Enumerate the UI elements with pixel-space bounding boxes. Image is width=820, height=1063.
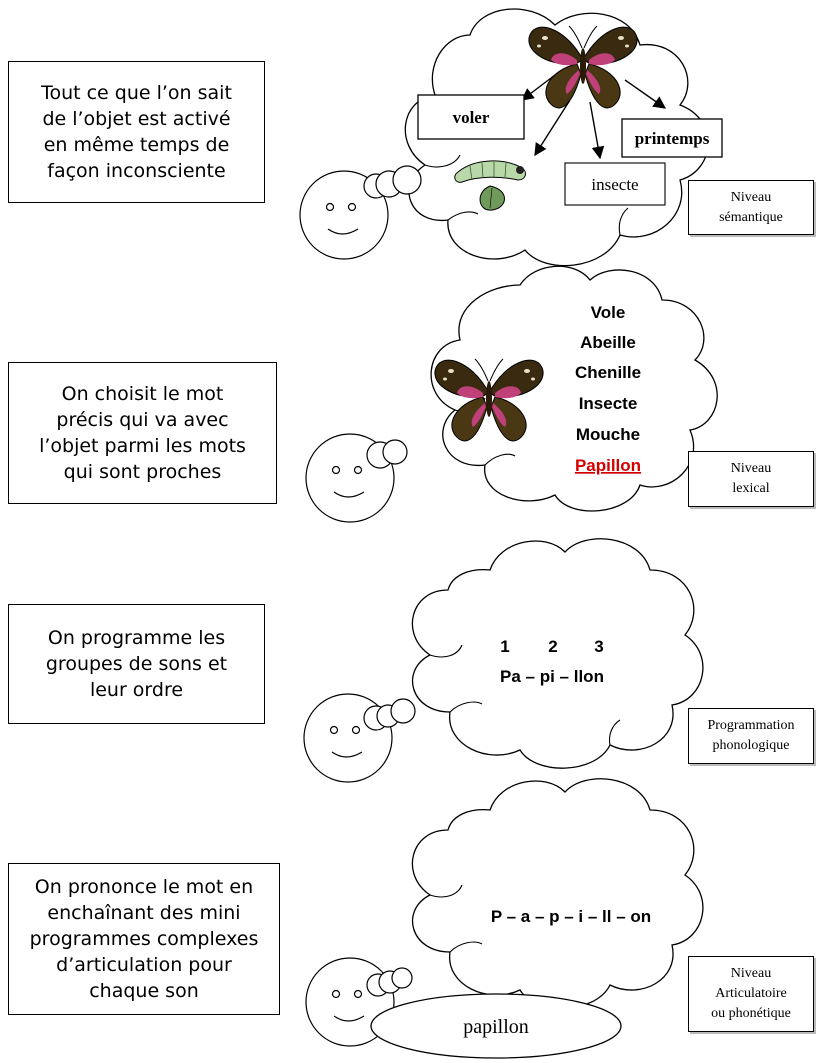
candidate-word: Chenille [575,363,641,382]
stage2-face [305,433,408,523]
spoken-word: papillon [463,1016,529,1038]
candidate-word: Insecte [579,394,638,413]
stage4-face [305,957,413,1047]
syllable-number: 2 [548,637,557,656]
caterpillar-icon [454,160,526,211]
candidate-word: Mouche [576,425,640,444]
level-label-lexical: Niveau lexical [688,451,814,507]
stage4-description: On prononce le mot en enchaînant des min… [8,863,280,1015]
label-box-voler [417,94,525,140]
arrow-to-voler [520,74,556,101]
label-insecte: insecte [591,175,638,194]
syllable-number: 1 [500,637,509,656]
arrow-to-printemps [624,79,667,109]
spoken-word-bubble [370,993,622,1059]
stage1-description: Tout ce que l’on sait de l’objet est act… [8,61,265,203]
syllable-sequence: Pa – pi – llon [500,667,604,686]
stage3-thought-cloud [411,538,704,769]
label-voler: voler [453,108,490,127]
label-printemps: printemps [635,129,710,148]
label-box-insecte [564,162,666,206]
stage4-thought-cloud [411,778,704,1009]
candidate-word-list: Vole Abeille Chenille Insecte Mouche Pap… [575,303,641,475]
stage3-face [303,693,416,783]
stage3-description: On programme les groupes de sons et leur… [8,604,265,724]
stage1-face [299,165,422,260]
syllable-number: 3 [594,637,603,656]
candidate-word: Abeille [580,333,636,352]
selected-word: Papillon [575,456,641,475]
stage2-description: On choisit le mot précis qui va avec l’o… [8,362,277,504]
stage2-thought-cloud [430,265,718,512]
label-box-printemps [621,118,723,158]
candidate-word: Vole [591,303,626,322]
level-label-phonological: Programmation phonologique [688,708,814,764]
level-label-articulatory: Niveau Articulatoire ou phonétique [688,956,814,1032]
arrow-to-insecte [589,101,605,160]
phoneme-sequence: P – a – p – i – ll – on [491,907,651,926]
arrow-to-caterpillar [534,99,571,157]
level-label-semantic: Niveau sémantique [688,180,814,235]
